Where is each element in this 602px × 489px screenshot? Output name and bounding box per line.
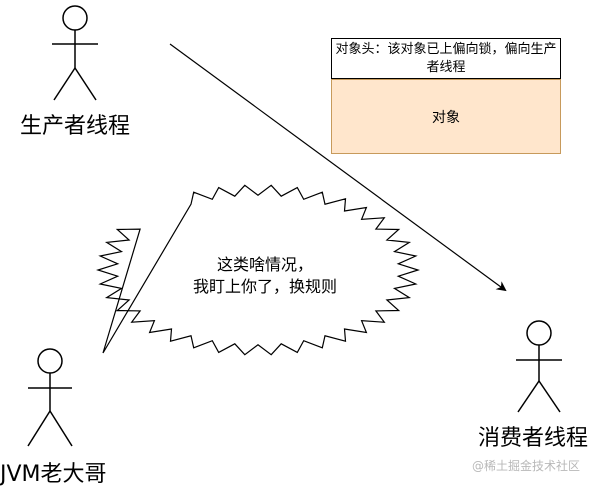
jvm-actor-figure <box>27 348 73 447</box>
producer-actor-figure <box>52 5 98 101</box>
watermark-text: @稀土掘金技术社区 <box>472 459 581 473</box>
object-body-box: 对象 <box>331 79 561 154</box>
producer-label: 生产者线程 <box>20 114 131 139</box>
consumer-actor-figure <box>516 320 562 413</box>
producer-to-consumer-arrow <box>169 43 507 292</box>
speech-line-2: 我盯上你了，换规则 <box>192 277 337 296</box>
consumer-label: 消费者线程 <box>478 426 589 451</box>
jvm-label: JVM老大哥 <box>0 462 107 487</box>
speech-line-1: 这类啥情况， <box>216 255 313 274</box>
speech-bubble-text: 这类啥情况， 我盯上你了，换规则 <box>160 254 370 298</box>
object-header-box: 对象头：该对象已上偏向锁，偏向生产者线程 <box>331 38 561 79</box>
jagged-speech-bubble <box>96 184 420 356</box>
